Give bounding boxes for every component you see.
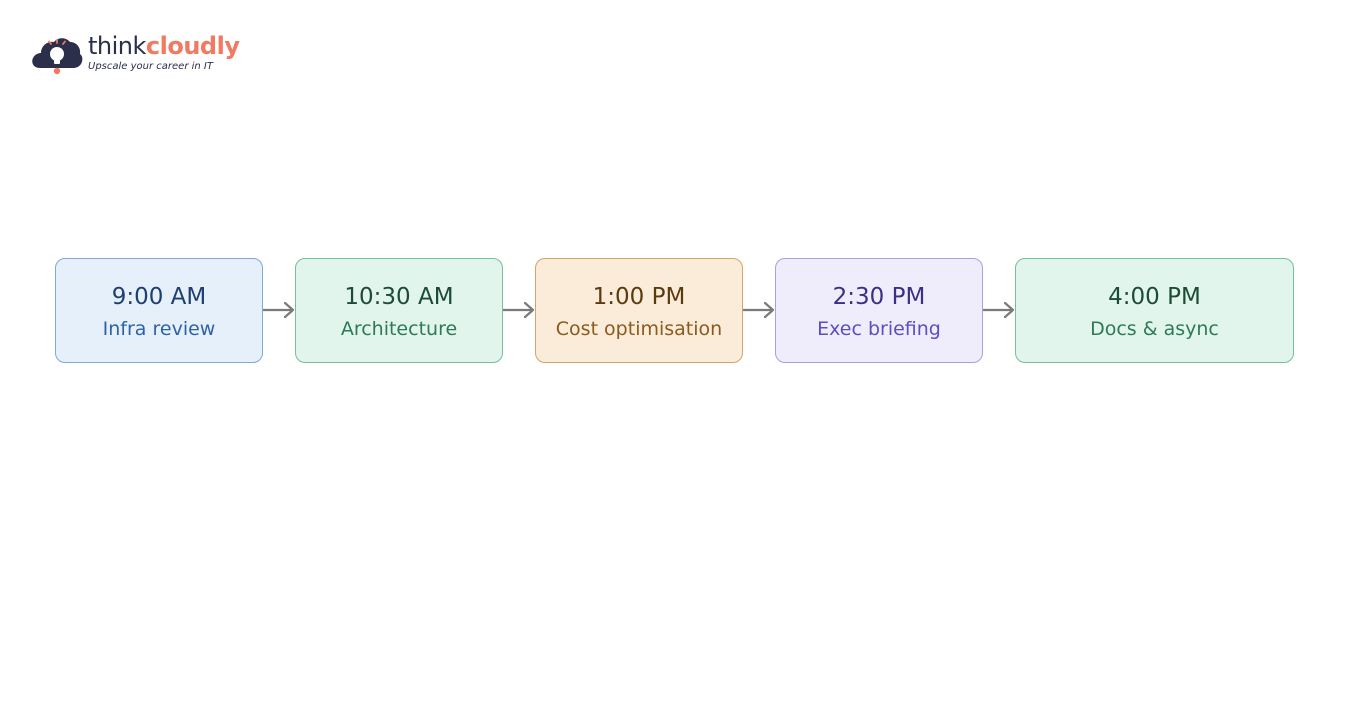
flow-arrow — [983, 301, 1015, 319]
brand-logo[interactable]: thinkcloudly Upscale your career in IT — [30, 32, 240, 76]
flow-arrow — [263, 301, 295, 319]
step-time: 1:00 PM — [592, 283, 686, 310]
step-time: 4:00 PM — [1108, 283, 1201, 310]
timeline-step: 9:00 AM Infra review — [55, 258, 263, 363]
flow-arrow — [503, 301, 535, 319]
brand-name-suffix: cloudly — [145, 32, 240, 60]
timeline-step: 4:00 PM Docs & async — [1015, 258, 1294, 363]
step-label: Architecture — [340, 317, 458, 340]
brand-name-prefix: think — [88, 32, 146, 60]
step-label: Exec briefing — [817, 317, 941, 340]
timeline-step: 1:00 PM Cost optimisation — [535, 258, 743, 363]
step-label: Cost optimisation — [555, 317, 723, 340]
timeline-step: 10:30 AM Architecture — [295, 258, 503, 363]
brand-text: thinkcloudly Upscale your career in IT — [88, 32, 240, 72]
step-label: Docs & async — [1090, 317, 1219, 340]
step-time: 2:30 PM — [832, 283, 926, 310]
flow-arrow — [743, 301, 775, 319]
step-label: Infra review — [102, 317, 216, 340]
brand-tagline: Upscale your career in IT — [88, 61, 213, 72]
cloud-lightbulb-icon — [30, 34, 84, 76]
step-time: 9:00 AM — [111, 283, 207, 310]
brand-name: thinkcloudly — [88, 32, 240, 60]
timeline-step: 2:30 PM Exec briefing — [775, 258, 983, 363]
step-time: 10:30 AM — [344, 283, 454, 310]
